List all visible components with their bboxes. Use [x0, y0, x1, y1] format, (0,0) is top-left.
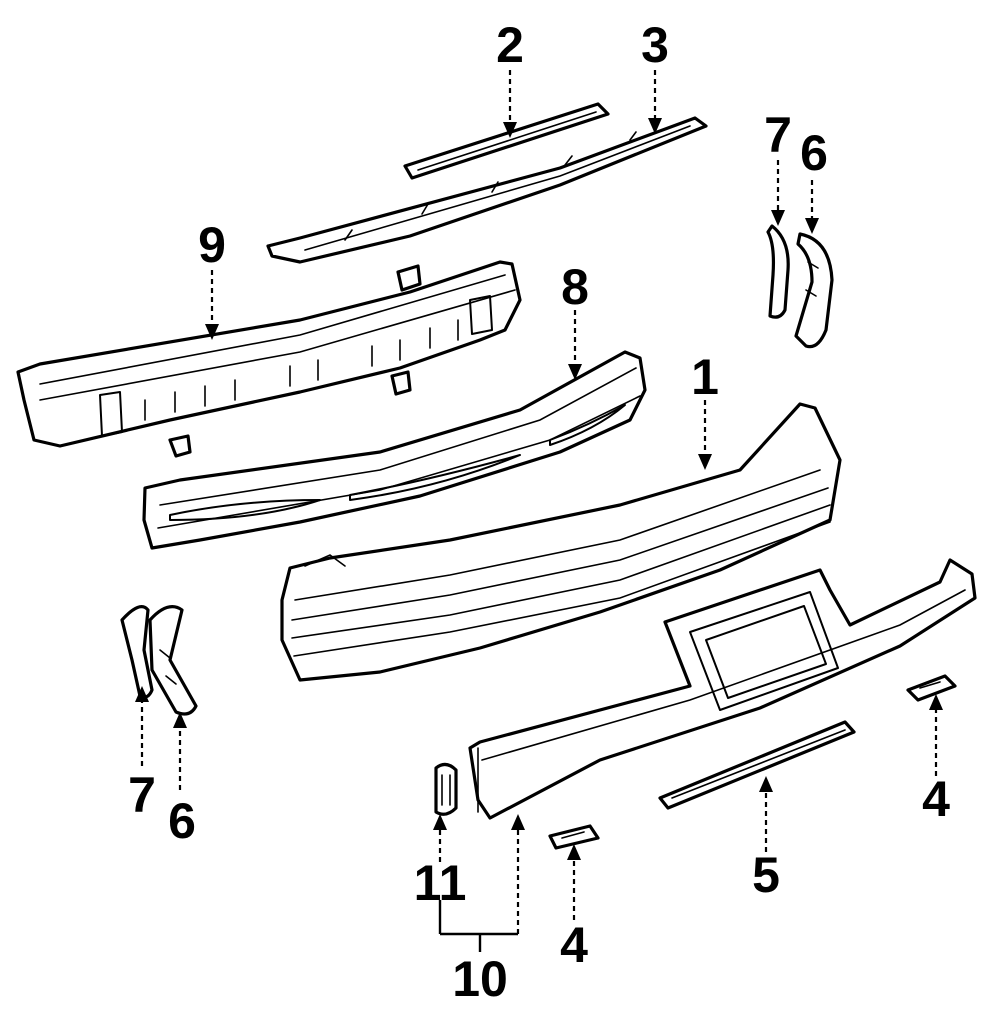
- part-4-bracket-lower: [548, 824, 600, 850]
- callout-7-lower: 7: [128, 767, 156, 823]
- arrow-head-1: [698, 454, 712, 470]
- callout-3: 3: [641, 17, 669, 73]
- arrow-head-4-lower: [567, 844, 581, 860]
- part-10-valance: [468, 558, 977, 820]
- part-6-bracket-left: [148, 605, 198, 716]
- callout-6-lower: 6: [168, 793, 196, 849]
- arrow-head-6-upper: [805, 218, 819, 234]
- arrow-head-3: [648, 118, 662, 134]
- arrow-head-7-lower: [135, 686, 149, 702]
- arrow-head-9: [205, 324, 219, 340]
- leader-lines: [135, 70, 943, 952]
- arrow-head-7-upper: [771, 210, 785, 226]
- part-7-bracket-right: [766, 224, 790, 319]
- part-1-bumper-cover: [280, 402, 842, 682]
- part-8-absorber: [142, 350, 647, 550]
- arrow-head-5: [759, 776, 773, 792]
- callout-11: 11: [414, 855, 467, 911]
- arrow-head-10: [511, 814, 525, 830]
- callout-4-lower: 4: [560, 917, 588, 973]
- callout-6-upper: 6: [800, 125, 828, 181]
- part-4-bracket-right: [906, 674, 957, 702]
- callout-5: 5: [752, 847, 780, 903]
- callouts: 2 3 7 6 9 8 1 7 6 4 5 11 4 10: [128, 17, 950, 1007]
- part-6-bracket-right: [794, 232, 834, 349]
- arrow-head-6-lower: [173, 712, 187, 728]
- part-7-bracket-left: [120, 605, 154, 699]
- callout-4-right: 4: [922, 771, 950, 827]
- callout-7-upper: 7: [764, 107, 792, 163]
- part-3-bracket: [266, 116, 708, 264]
- callout-2: 2: [496, 17, 524, 73]
- arrow-head-8: [568, 364, 582, 380]
- callout-10: 10: [452, 951, 508, 1007]
- part-9-reinforcement: [16, 260, 522, 458]
- part-2-strip: [403, 102, 610, 180]
- callout-8: 8: [561, 259, 589, 315]
- part-11-marker: [434, 762, 458, 816]
- part-5-strip: [658, 720, 856, 810]
- callout-9: 9: [198, 217, 226, 273]
- arrow-head-11: [433, 814, 447, 830]
- callout-1: 1: [691, 349, 719, 405]
- arrow-head-2: [503, 122, 517, 138]
- arrow-head-4-right: [929, 694, 943, 710]
